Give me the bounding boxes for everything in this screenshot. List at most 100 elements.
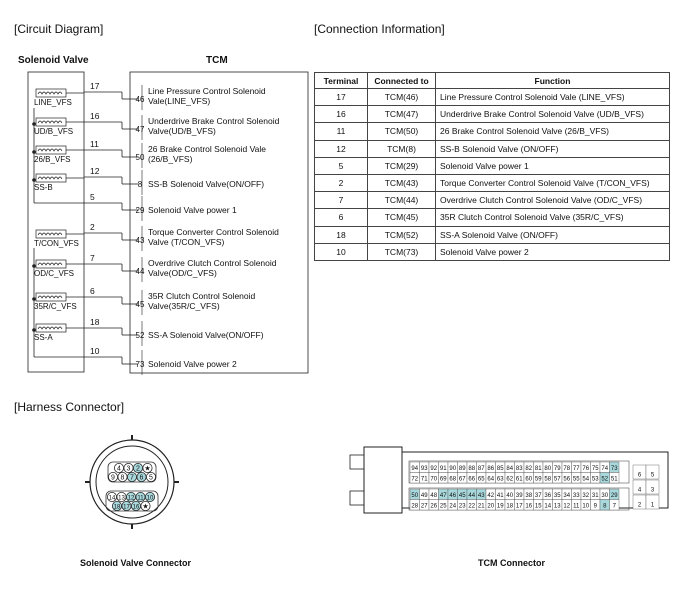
- junction-dot: [32, 122, 36, 126]
- connector-pin-label: 9: [111, 475, 115, 482]
- tcm-pin-label: 27: [421, 504, 428, 510]
- tcm-pin-label: 17: [516, 504, 523, 510]
- tcm-pin-label: 37: [535, 493, 542, 499]
- wire-number-7: 7: [90, 253, 95, 263]
- wire-number-2: 2: [90, 222, 95, 232]
- tcm-pin-label: 52: [601, 477, 608, 483]
- solenoid-label: SS-B: [34, 183, 53, 192]
- tcm-pin-label: 41: [497, 493, 504, 499]
- tcm-pin-label: 62: [506, 477, 513, 483]
- tcm-pin-73: 73: [136, 360, 145, 369]
- tcm-pin-label: 35: [554, 493, 561, 499]
- tcm-pin-label: 61: [516, 477, 523, 483]
- tcm-pin-label: 7: [613, 504, 617, 510]
- tcm-pin-label: 34: [563, 493, 570, 499]
- connector-pin-label: 4: [117, 466, 121, 473]
- tcm-latch-left: [349, 454, 365, 470]
- tcm-pin-label: 86: [487, 466, 494, 472]
- tcm-pin-label: 18: [506, 504, 513, 510]
- tcm-pin-label: 6: [638, 473, 642, 479]
- tcm-pin-label: 46: [449, 493, 456, 499]
- tcm-connector-caption: TCM Connector: [478, 558, 545, 568]
- tcm-pin-label: 57: [554, 477, 561, 483]
- tcm-pin-label: 25: [440, 504, 447, 510]
- tcm-pin-51: [609, 472, 620, 484]
- tcm-pin-29: 29: [136, 206, 145, 215]
- tcm-pin-label: 92: [430, 466, 437, 472]
- connector-pin-label: 6: [140, 475, 144, 482]
- tcm-pin-label: 47: [440, 493, 447, 499]
- tcm-function-line: Underdrive Brake Control Solenoid: [148, 116, 280, 126]
- connector-pin-label: ★: [142, 503, 148, 511]
- tcm-box: [129, 71, 309, 374]
- connector-pin-label: 2: [136, 466, 140, 473]
- tcm-pin-label: 30: [601, 493, 608, 499]
- tcm-pin-label: 63: [497, 477, 504, 483]
- tcm-pin-label: 33: [573, 493, 580, 499]
- tcm-pin-50: 50: [136, 153, 145, 162]
- tcm-pin-label: 75: [592, 466, 599, 472]
- junction-dot: [32, 178, 36, 182]
- connector-pin-label: 17: [123, 505, 130, 511]
- connector-pin-★: [140, 500, 151, 511]
- tcm-pin-label: 44: [468, 493, 475, 499]
- tcm-latch-left: [349, 490, 365, 506]
- tcm-pin-label: 51: [611, 477, 618, 483]
- solenoid-label: 26/B_VFS: [34, 155, 70, 164]
- tcm-function-line: (26/B_VFS): [148, 154, 193, 164]
- tcm-function-line: 35R Clutch Control Solenoid: [148, 291, 256, 301]
- tcm-pin-label: 49: [421, 493, 428, 499]
- tcm-pin-label: 45: [459, 493, 466, 499]
- tcm-pin-43: 43: [136, 236, 145, 245]
- tcm-pin-7: [609, 499, 620, 511]
- tcm-pin-label: 90: [449, 466, 456, 472]
- tcm-function-line: Solenoid Valve power 2: [148, 359, 237, 369]
- tcm-pin-label: 19: [497, 504, 504, 510]
- tcm-pin-47: 47: [136, 125, 145, 134]
- tcm-pin-label: 22: [468, 504, 475, 510]
- tcm-pin-label: 82: [525, 466, 532, 472]
- tcm-pin-label: 32: [582, 493, 589, 499]
- tcm-pin-label: 71: [421, 477, 428, 483]
- tcm-pin-label: 36: [544, 493, 551, 499]
- connector-pin-★: [142, 462, 153, 473]
- connector-pin-label: 7: [130, 475, 134, 482]
- tcm-pin-label: 73: [611, 466, 618, 472]
- tcm-pin-1: [645, 494, 660, 510]
- tcm-pin-label: 85: [497, 466, 504, 472]
- tcm-pin-label: 28: [411, 504, 418, 510]
- tcm-pin-label: 93: [421, 466, 428, 472]
- tcm-pin-label: 83: [516, 466, 523, 472]
- tcm-function-line: Line Pressure Control Solenoid: [148, 86, 266, 96]
- tcm-function-line: SS-A Solenoid Valve(ON/OFF): [148, 330, 264, 340]
- tcm-pin-label: 38: [525, 493, 532, 499]
- connector-pin-label: 5: [149, 475, 153, 482]
- coil-winding: [37, 295, 63, 299]
- tcm-pin-label: 59: [535, 477, 542, 483]
- solenoid-valve-box: [27, 71, 85, 373]
- solenoid-label: 35R/C_VFS: [34, 302, 77, 311]
- tcm-pin-label: 78: [563, 466, 570, 472]
- tcm-pin-label: 74: [601, 466, 608, 472]
- harness-connector-heading: [Harness Connector]: [14, 400, 125, 414]
- tcm-pin-label: 70: [430, 477, 437, 483]
- connector-pin-label: 14: [109, 496, 116, 502]
- circuit-diagram-heading: [Circuit Diagram]: [14, 22, 104, 36]
- tcm-pin-label: 13: [554, 504, 561, 510]
- solenoid-connector-caption: Solenoid Valve Connector: [80, 558, 192, 568]
- tcm-pin-label: 2: [638, 503, 642, 509]
- tcm-pin-label: 8: [603, 504, 607, 510]
- tcm-pin-label: 58: [544, 477, 551, 483]
- coil-winding: [37, 232, 63, 236]
- tcm-pin-46: 46: [136, 95, 145, 104]
- tcm-pin-label: 88: [468, 466, 475, 472]
- wire-number-18: 18: [90, 317, 100, 327]
- tcm-pin-label: 24: [449, 504, 456, 510]
